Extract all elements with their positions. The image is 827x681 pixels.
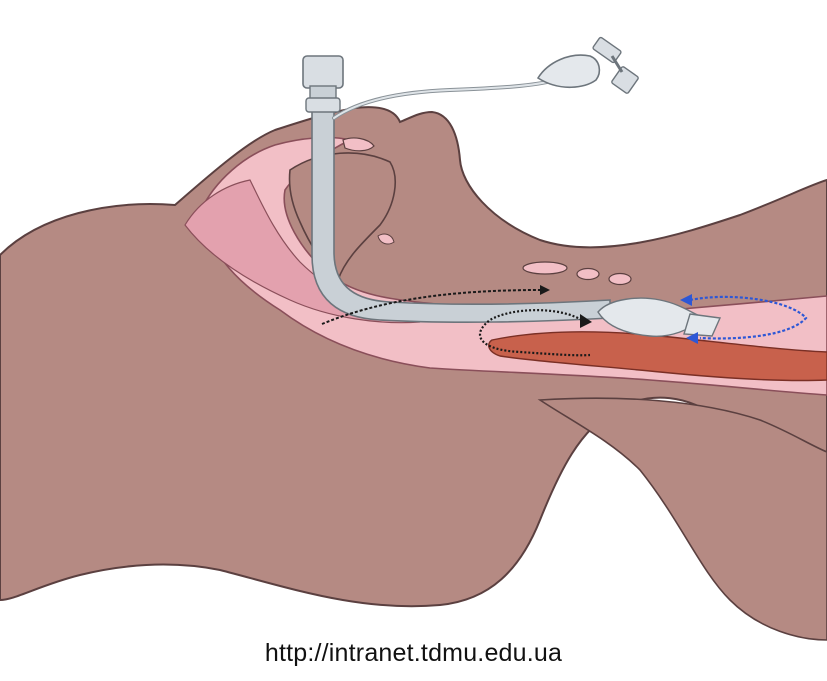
pilot-valve-cap <box>611 66 639 94</box>
pilot-valve <box>592 37 621 63</box>
tracheal-ring-2 <box>577 269 599 280</box>
tracheal-ring-1 <box>523 262 567 274</box>
pilot-balloon <box>538 55 599 87</box>
tube-connector-ring <box>306 98 340 112</box>
source-url-caption: http://intranet.tdmu.edu.ua <box>0 639 827 668</box>
tube-connector <box>303 56 343 88</box>
tracheal-ring-3 <box>609 274 631 285</box>
